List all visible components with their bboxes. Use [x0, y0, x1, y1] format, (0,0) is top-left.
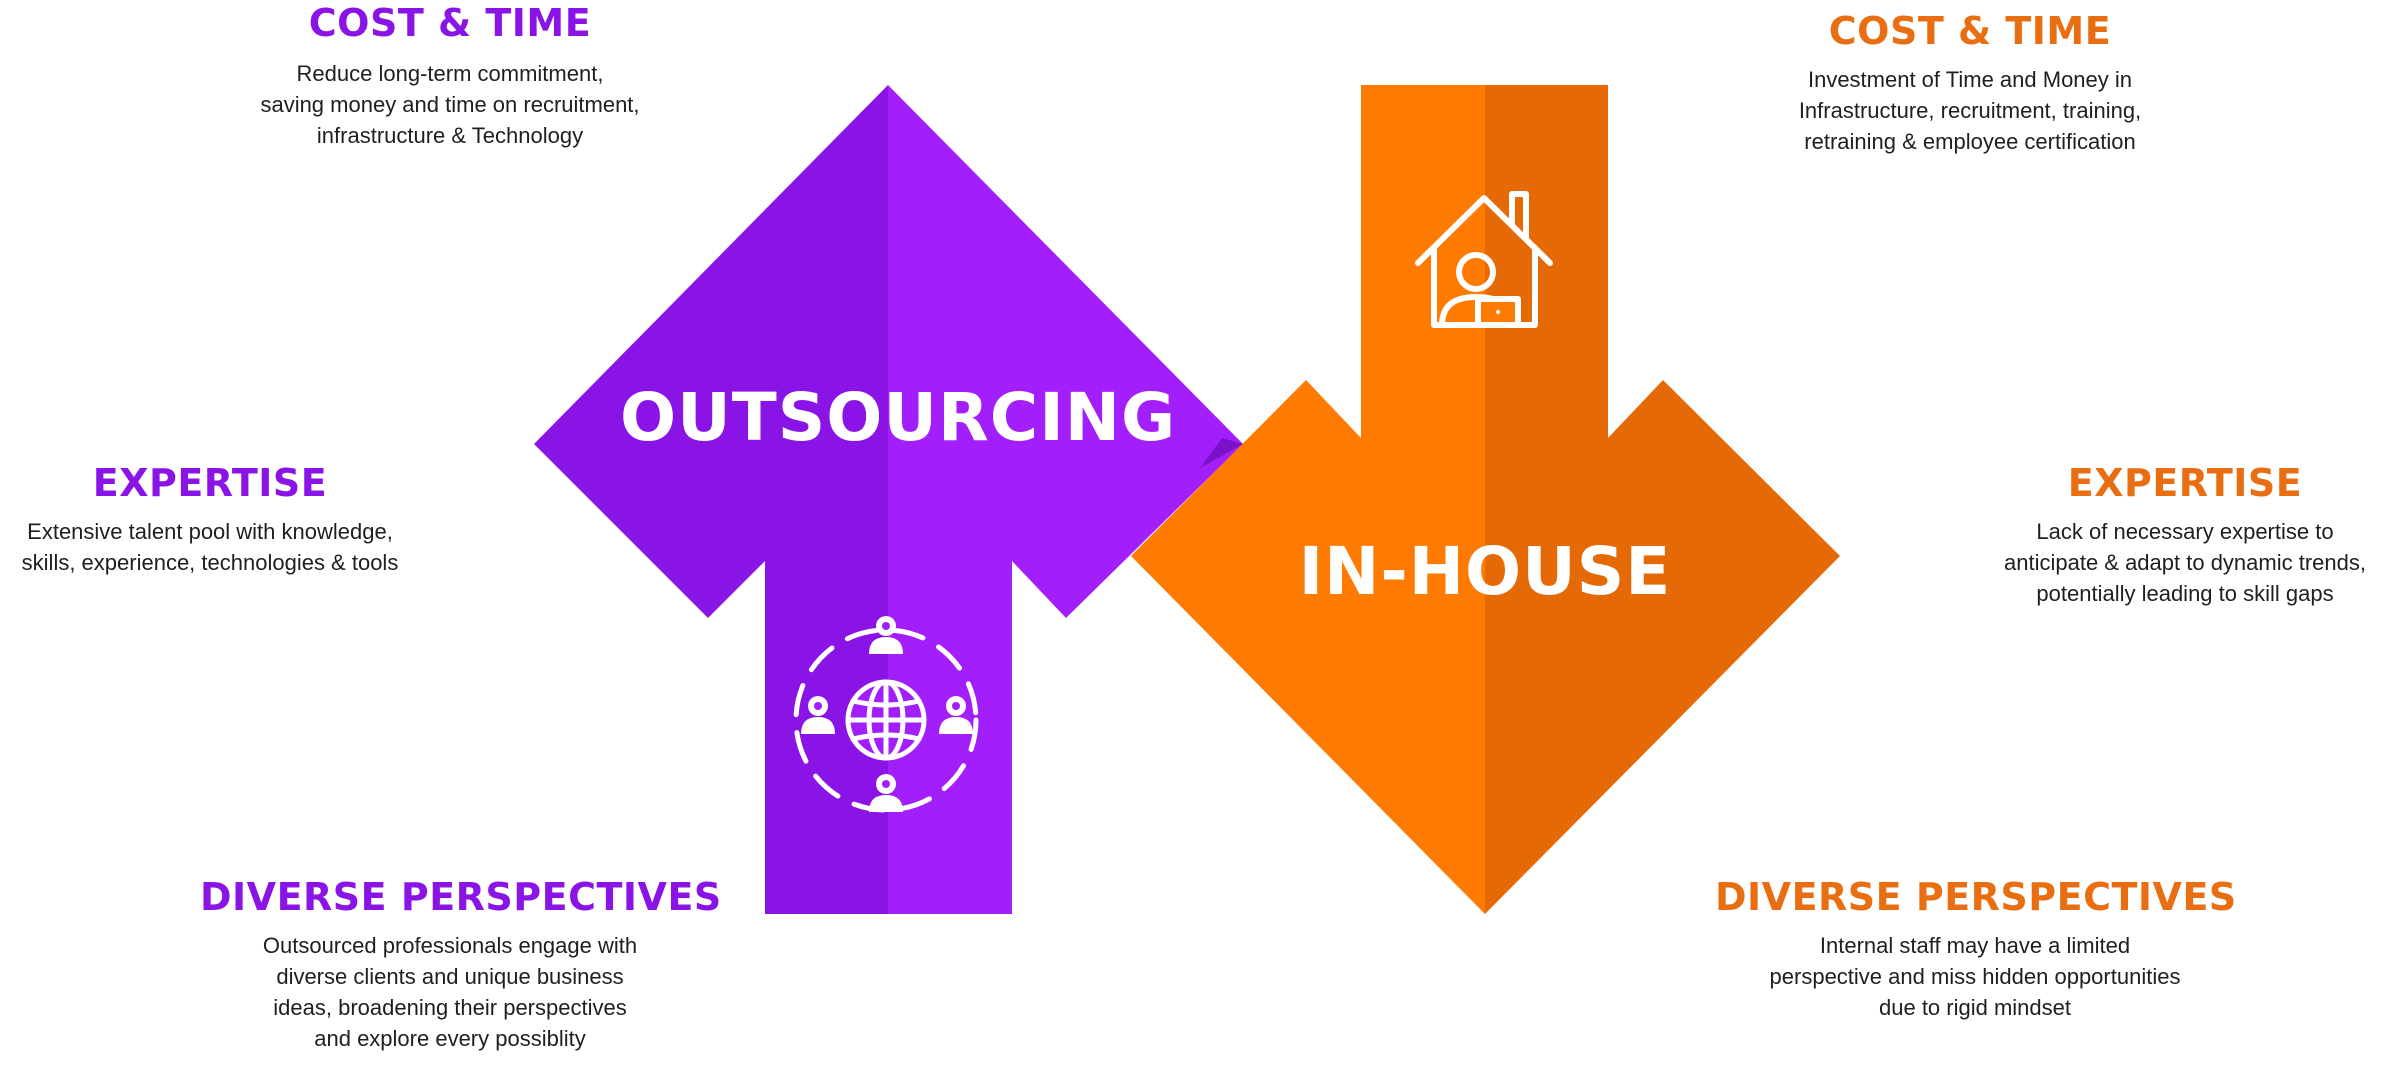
outsourcing-expertise: EXPERTISE Extensive talent pool with kno…: [0, 460, 420, 578]
inhouse-arrow: [1131, 85, 1840, 914]
outsourcing-expertise-description: Extensive talent pool with knowledge, sk…: [21, 519, 399, 575]
outsourcing-label: OUTSOURCING: [620, 379, 1177, 456]
outsourcing-cost-time-heading: COST & TIME: [308, 1, 592, 45]
inhouse-cost-time-description: Investment of Time and Money in Infrastr…: [1798, 67, 2142, 154]
outsourcing-cost-time: COST & TIME Reduce long-term commitment,…: [200, 0, 700, 151]
inhouse-diverse-description: Internal staff may have a limited perspe…: [1769, 933, 2181, 1020]
inhouse-expertise: EXPERTISE Lack of necessary expertise to…: [1975, 460, 2395, 609]
overlap-shadow: [1200, 438, 1243, 468]
inhouse-expertise-heading: EXPERTISE: [2067, 461, 2303, 505]
inhouse-diverse: DIVERSE PERSPECTIVES Internal staff may …: [1715, 874, 2237, 1023]
outsourcing-expertise-heading: EXPERTISE: [92, 461, 328, 505]
outsourcing-cost-time-description: Reduce long-term commitment, saving mone…: [260, 61, 640, 148]
inhouse-expertise-description: Lack of necessary expertise to anticipat…: [2004, 519, 2366, 606]
outsourcing-diverse-description: Outsourced professionals engage with div…: [262, 933, 638, 1051]
inhouse-cost-time-heading: COST & TIME: [1828, 9, 2112, 53]
inhouse-cost-time: COST & TIME Investment of Time and Money…: [1720, 8, 2220, 157]
inhouse-label: IN-HOUSE: [1298, 533, 1672, 610]
inhouse-diverse-heading: DIVERSE PERSPECTIVES: [1715, 875, 2237, 919]
globe-network-icon: [793, 616, 979, 813]
outsourcing-diverse: DIVERSE PERSPECTIVES Outsourced professi…: [200, 874, 722, 1054]
outsourcing-diverse-heading: DIVERSE PERSPECTIVES: [200, 875, 722, 919]
home-office-icon: [1415, 191, 1553, 328]
